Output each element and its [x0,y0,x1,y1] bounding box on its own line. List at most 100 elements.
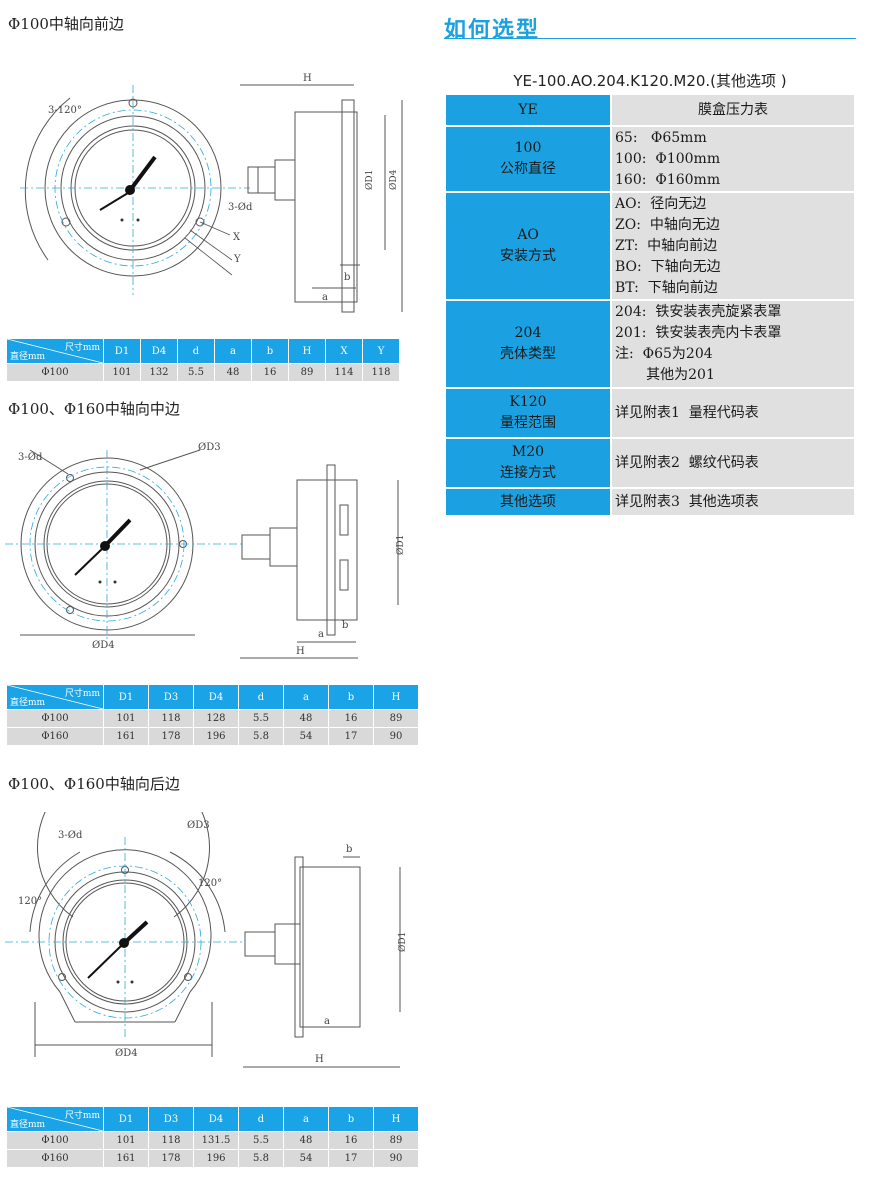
key-cell: 其他选项 [444,487,612,517]
table-cell: Φ160 [6,1149,104,1168]
s1-label-h: H [303,73,312,84]
s1-label-angle: 3-120° [48,105,82,116]
s3-label-b: b [346,844,352,855]
table-cell: Φ160 [6,727,104,746]
table-cell: 101 [103,363,141,382]
table-cell: 5.8 [238,1149,284,1168]
table-header-cell: D4 [140,338,178,364]
table-cell: 5.5 [177,363,215,382]
table-row: Φ160 161 178 196 5.8 54 17 90 [6,727,419,746]
table-cell: 89 [373,1131,419,1150]
table-header-cell: H [288,338,326,364]
s3-label-120-right: 120° [198,878,222,889]
table-header-cell: D4 [193,684,239,710]
table-cell: 161 [103,727,149,746]
table-cell: 5.8 [238,727,284,746]
table-cell: 48 [283,1131,329,1150]
table-cell: 132 [140,363,178,382]
s1-label-a: a [322,292,328,303]
table-cell: 54 [283,727,329,746]
table-cell: 16 [251,363,289,382]
table-cell: 118 [362,363,400,382]
table-cell: 16 [328,1131,374,1150]
table-cell: 16 [328,709,374,728]
table-cell: 161 [103,1149,149,1168]
table-header-cell: D1 [103,1106,149,1132]
table-cell: 5.5 [238,709,284,728]
s2-label-h: H [296,646,305,657]
table-header-row: 尺寸mm 直径mm D1 D3 D4 d a b H [6,1106,419,1132]
section2-title: Φ100、Φ160中轴向中边 [8,400,180,418]
heading-divider [444,38,856,39]
table-cell: 5.5 [238,1131,284,1150]
table-cell: 178 [148,1149,194,1168]
table-header-cell: b [328,1106,374,1132]
table-cell: Φ100 [6,1131,104,1150]
s3-label-d1: ØD1 [397,932,408,952]
table-corner: 尺寸mm 直径mm [6,1106,104,1132]
s2-label-b: b [342,620,348,631]
model-code: YE-100.AO.204.K120.M20.(其他选项 ) [513,72,787,90]
table-header-cell: D1 [103,684,149,710]
table-header-cell: H [373,684,419,710]
table-cell: 90 [373,1149,419,1168]
table-header-cell: D4 [193,1106,239,1132]
table-header-cell: d [238,1106,284,1132]
table-cell: 118 [148,1131,194,1150]
table-header-cell: D3 [148,684,194,710]
table-header-cell: b [251,338,289,364]
table-header-cell: a [283,1106,329,1132]
table-header-cell: Y [362,338,400,364]
table-cell: 48 [214,363,252,382]
table-header-cell: H [373,1106,419,1132]
table-cell: 48 [283,709,329,728]
table-cell: 89 [373,709,419,728]
table-cell: 178 [148,727,194,746]
table-cell: 196 [193,727,239,746]
table-cell: 131.5 [193,1131,239,1150]
table-row: Φ100 101 118 128 5.5 48 16 89 [6,709,419,728]
s2-label-d4: ØD4 [92,640,115,651]
table-header-cell: d [238,684,284,710]
table-cell: Φ100 [6,709,104,728]
value-cell: 详见附表1 量程代码表 [610,387,856,439]
value-cell: 膜盒压力表 [610,93,856,127]
table-row: Φ100 101 132 5.5 48 16 89 114 118 [6,363,400,382]
table-row: 其他选项 详见附表3 其他选项表 [444,487,856,517]
s1-label-hole: 3-Ød [228,202,253,213]
table-header-cell: b [328,684,374,710]
selection-heading: 如何选型 [444,17,541,43]
s2-label-hole: 3-Ød [18,452,43,463]
table-corner: 尺寸mm 直径mm [6,684,104,710]
table-cell: 101 [103,709,149,728]
s2-label-d3: ØD3 [198,442,221,453]
table-header-cell: a [214,338,252,364]
s2-label-a: a [318,629,324,640]
table-cell: 90 [373,727,419,746]
section1-drawing: H 3-120° 3-Ød X Y ØD1 ØD4 b a [20,73,403,313]
value-cell: 详见附表2 螺纹代码表 [610,437,856,489]
table-cell: 196 [193,1149,239,1168]
table-header-cell: X [325,338,363,364]
s1-label-b: b [344,272,350,283]
section3-title: Φ100、Φ160中轴向后边 [8,775,180,793]
section2-drawing: 3-Ød ØD3 ØD4 ØD1 a b H [5,442,406,659]
table-cell: Φ100 [6,363,104,382]
s3-label-hole: 3-Ød [58,830,83,841]
table-cell: 17 [328,1149,374,1168]
section2-dimension-table: 尺寸mm 直径mm D1 D3 D4 d a b H Φ100 101 118 … [6,684,419,746]
s1-label-d4: ØD4 [388,169,399,190]
table-header-cell: a [283,684,329,710]
section3-dimension-table: 尺寸mm 直径mm D1 D3 D4 d a b H Φ100 101 118 … [6,1106,419,1168]
